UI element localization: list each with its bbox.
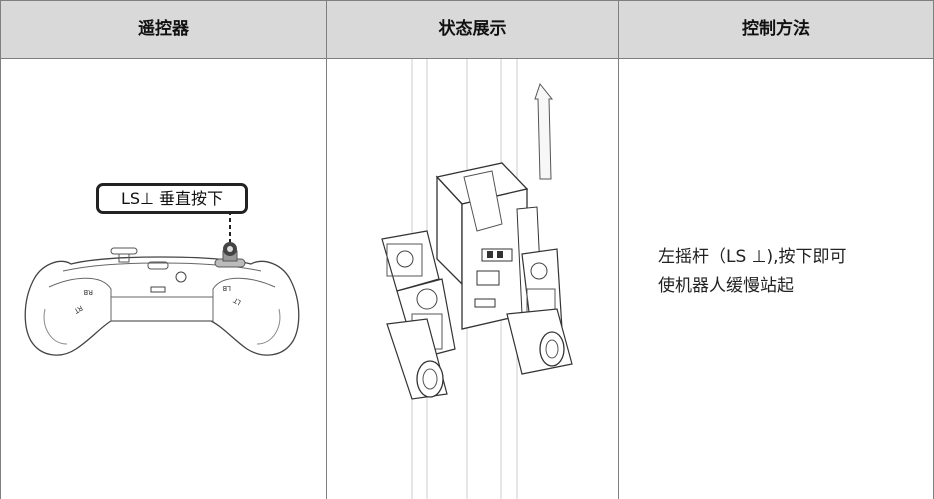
robot-standing-illustration (381, 59, 573, 499)
table-left-border (0, 1, 1, 499)
header-status: 状态展示 (327, 1, 618, 59)
column-divider-1 (326, 1, 327, 499)
ls-press-callout: LS⊥ 垂直按下 (96, 183, 248, 214)
header-remote: 遥控器 (1, 1, 326, 59)
rb-label: RB (83, 288, 93, 296)
lb-label: LB (222, 284, 231, 292)
header-method-label: 控制方法 (742, 19, 810, 39)
column-divider-2 (618, 1, 619, 499)
ls-press-callout-label: LS⊥ 垂直按下 (120, 189, 224, 208)
header-method: 控制方法 (619, 1, 933, 59)
method-line-2: 使机器人缓慢站起 (658, 276, 794, 296)
method-line-1: 左摇杆（LS ⊥),按下即可 (658, 247, 847, 267)
control-method-description: 左摇杆（LS ⊥),按下即可 使机器人缓慢站起 (658, 243, 908, 301)
lt-label: LT (232, 296, 243, 307)
header-status-label: 状态展示 (438, 19, 507, 39)
table-top-border (0, 0, 934, 1)
rt-label: RT (72, 304, 84, 316)
up-arrow-icon (534, 82, 554, 180)
header-remote-label: 遥控器 (138, 19, 189, 39)
gamepad-illustration: RB RT LB LT (24, 211, 300, 356)
